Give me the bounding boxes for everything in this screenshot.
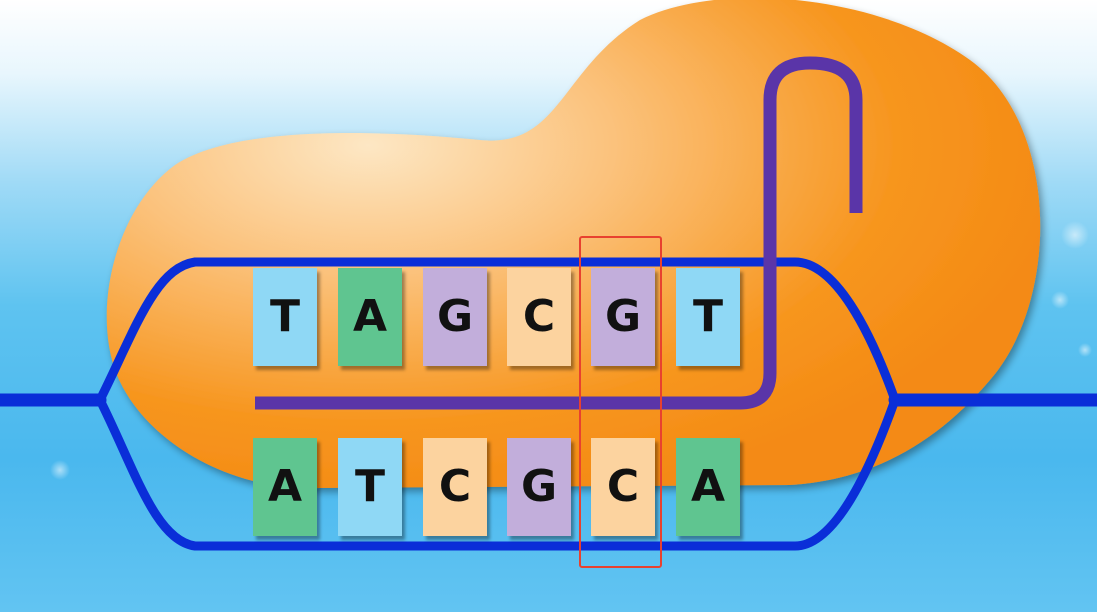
bottom-base-letter-5: A (690, 461, 726, 512)
background-glints (50, 221, 1092, 480)
top-base-tile-1: A (338, 268, 402, 366)
highlighted-base-pair-box (579, 236, 662, 568)
bottom-base-tile-5: A (676, 438, 740, 536)
bottom-base-letter-2: C (438, 461, 472, 512)
dna-top-strand-bubble (95, 257, 900, 405)
top-base-letter-5: T (692, 291, 723, 342)
bottom-base-letter-1: T (354, 461, 385, 512)
top-base-letter-3: C (522, 291, 556, 342)
bottom-base-tile-2: C (423, 438, 487, 536)
bottom-base-letter-3: G (520, 461, 558, 512)
top-base-tile-0: T (253, 268, 317, 366)
top-base-letter-2: G (436, 291, 474, 342)
bottom-base-tile-4: C (591, 438, 655, 536)
bottom-base-tile-1: T (338, 438, 402, 536)
top-base-tile-4: G (591, 268, 655, 366)
bottom-base-tile-3: G (507, 438, 571, 536)
bottom-base-letter-4: C (606, 461, 640, 512)
top-base-tile-5: T (676, 268, 740, 366)
top-base-letter-1: A (352, 291, 388, 342)
rna-strand (255, 56, 863, 410)
dna-double-strand (0, 257, 1097, 551)
top-base-tile-2: G (423, 268, 487, 366)
bottom-base-tile-0: A (253, 438, 317, 536)
top-base-letter-0: T (269, 291, 300, 342)
dna-bottom-strand-bubble (95, 395, 900, 551)
polymerase-blob (106, 0, 1041, 489)
bottom-base-letter-0: A (267, 461, 303, 512)
top-base-letter-4: G (604, 291, 642, 342)
top-base-tile-3: C (507, 268, 571, 366)
